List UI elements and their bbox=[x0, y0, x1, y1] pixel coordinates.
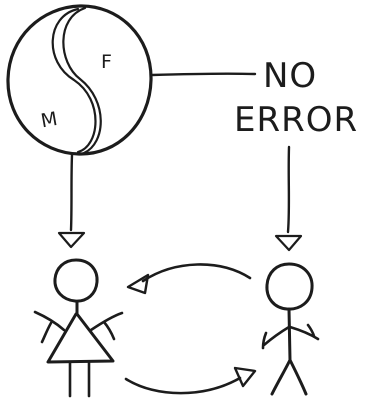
callout-line2: ERROR bbox=[234, 100, 358, 140]
figure-stick bbox=[263, 264, 318, 394]
curved-arrow-icon bbox=[128, 264, 250, 293]
arrow-down-icon bbox=[276, 147, 301, 250]
figure-with-dress bbox=[35, 260, 122, 396]
curved-arrow-icon bbox=[126, 368, 255, 393]
yin-yang-upper-letter: F bbox=[101, 51, 112, 73]
yin-yang-lower-letter: M bbox=[39, 108, 59, 133]
arrow-down-icon bbox=[59, 155, 84, 247]
callout-connector-line bbox=[152, 74, 255, 75]
callout-line1: NO bbox=[263, 56, 317, 96]
yin-yang-icon bbox=[8, 6, 151, 154]
